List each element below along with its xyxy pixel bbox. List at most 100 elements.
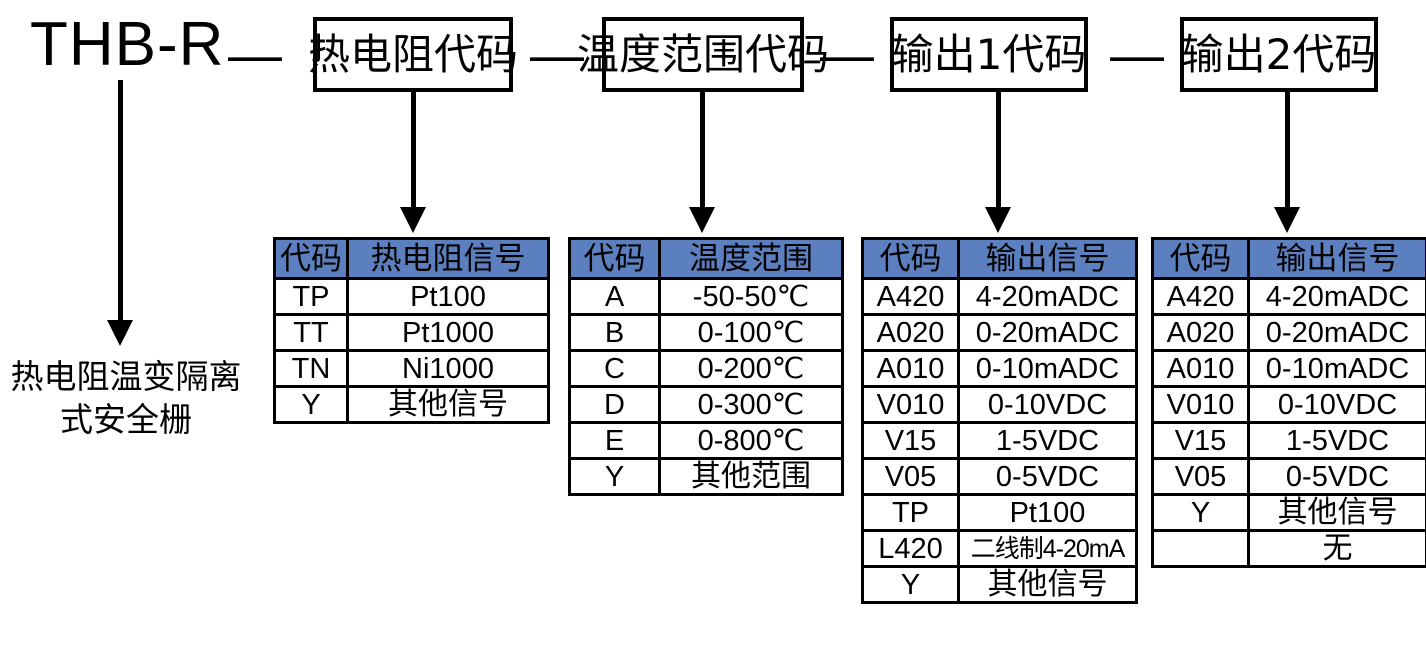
code-box-output1: 输出1代码 bbox=[890, 17, 1088, 92]
table-row: C 0-200℃ bbox=[568, 349, 844, 388]
table-row: V010 0-10VDC bbox=[1151, 385, 1426, 424]
table-row: Y 其他信号 bbox=[1151, 493, 1426, 532]
table-row: A420 4-20mADC bbox=[861, 277, 1138, 316]
arrow-head-temperature-range bbox=[689, 207, 715, 233]
cell-output-signal: 其他信号 bbox=[1247, 493, 1426, 532]
table-row: V15 1-5VDC bbox=[861, 421, 1138, 460]
table-header-row: 代码 热电阻信号 bbox=[273, 237, 550, 280]
table-row: B 0-100℃ bbox=[568, 313, 844, 352]
table-row: E 0-800℃ bbox=[568, 421, 844, 460]
arrow-line-output2 bbox=[1285, 92, 1290, 210]
column-header-code: 代码 bbox=[861, 237, 960, 280]
table-row: Y 其他范围 bbox=[568, 457, 844, 496]
cell-output-signal: 4-20mADC bbox=[1247, 277, 1426, 316]
code-box-output2-label: 输出2代码 bbox=[1181, 29, 1377, 79]
cell-code: A420 bbox=[861, 277, 960, 316]
column-header-range: 温度范围 bbox=[658, 237, 844, 280]
table-row: A -50-50℃ bbox=[568, 277, 844, 316]
table-row: A020 0-20mADC bbox=[1151, 313, 1426, 352]
arrow-line-rtd bbox=[411, 92, 416, 210]
cell-code: A bbox=[568, 277, 661, 316]
cell-signal: Pt1000 bbox=[346, 313, 550, 352]
cell-code: L420 bbox=[861, 529, 960, 568]
cell-range: 0-300℃ bbox=[658, 385, 844, 424]
temperature-range-table: 代码 温度范围 A -50-50℃ B 0-100℃ C 0-200℃ D 0-… bbox=[568, 237, 844, 496]
table-row: A420 4-20mADC bbox=[1151, 277, 1426, 316]
cell-code: A010 bbox=[1151, 349, 1250, 388]
output1-code-table: 代码 输出信号 A420 4-20mADC A020 0-20mADC A010… bbox=[861, 237, 1138, 604]
arrow-head-rtd bbox=[400, 207, 426, 233]
table-row: A020 0-20mADC bbox=[861, 313, 1138, 352]
cell-code: TT bbox=[273, 313, 349, 352]
cell-output-signal: 0-5VDC bbox=[957, 457, 1138, 496]
column-header-output-signal: 输出信号 bbox=[1247, 237, 1426, 280]
separator-dash-1: — bbox=[228, 25, 282, 85]
cell-output-signal: 无 bbox=[1247, 529, 1426, 568]
cell-output-signal: Pt100 bbox=[957, 493, 1138, 532]
cell-code: Y bbox=[1151, 493, 1250, 532]
cell-code: V05 bbox=[861, 457, 960, 496]
code-box-output1-label: 输出1代码 bbox=[891, 29, 1087, 79]
table-row: V010 0-10VDC bbox=[861, 385, 1138, 424]
cell-output-signal: 4-20mADC bbox=[957, 277, 1138, 316]
table-row: L420 二线制4-20mA bbox=[861, 529, 1138, 568]
cell-code: E bbox=[568, 421, 661, 460]
cell-output-signal: 0-10VDC bbox=[1247, 385, 1426, 424]
cell-code: V15 bbox=[1151, 421, 1250, 460]
output2-code-table: 代码 输出信号 A420 4-20mADC A020 0-20mADC A010… bbox=[1151, 237, 1426, 568]
rtd-code-table: 代码 热电阻信号 TP Pt100 TT Pt1000 TN Ni1000 Y … bbox=[273, 237, 550, 424]
cell-code: TN bbox=[273, 349, 349, 388]
arrow-line-model bbox=[118, 80, 123, 323]
arrow-line-output1 bbox=[996, 92, 1001, 210]
cell-code: C bbox=[568, 349, 661, 388]
cell-range: 0-800℃ bbox=[658, 421, 844, 460]
separator-dash-2: — bbox=[530, 25, 584, 85]
column-header-code: 代码 bbox=[568, 237, 661, 280]
cell-output-signal: 其他信号 bbox=[957, 565, 1138, 604]
model-name: THB-R bbox=[30, 10, 225, 79]
table-header-row: 代码 输出信号 bbox=[1151, 237, 1426, 280]
code-box-temperature-range-label: 温度范围代码 bbox=[577, 29, 830, 79]
cell-range: -50-50℃ bbox=[658, 277, 844, 316]
cell-code: TP bbox=[861, 493, 960, 532]
cell-output-signal: 0-20mADC bbox=[1247, 313, 1426, 352]
cell-code: Y bbox=[273, 385, 349, 424]
code-box-output2: 输出2代码 bbox=[1180, 17, 1378, 92]
column-header-code: 代码 bbox=[1151, 237, 1250, 280]
cell-range: 0-100℃ bbox=[658, 313, 844, 352]
cell-code: Y bbox=[861, 565, 960, 604]
code-box-rtd: 热电阻代码 bbox=[308, 17, 518, 92]
table-header-row: 代码 输出信号 bbox=[861, 237, 1138, 280]
cell-output-signal: 1-5VDC bbox=[1247, 421, 1426, 460]
column-header-signal: 热电阻信号 bbox=[346, 237, 550, 280]
cell-output-signal: 0-10mADC bbox=[957, 349, 1138, 388]
table-row: TT Pt1000 bbox=[273, 313, 550, 352]
table-row: A010 0-10mADC bbox=[1151, 349, 1426, 388]
cell-code: V05 bbox=[1151, 457, 1250, 496]
table-row: TP Pt100 bbox=[861, 493, 1138, 532]
cell-code: Y bbox=[568, 457, 661, 496]
arrow-head-output1 bbox=[985, 207, 1011, 233]
cell-code: V15 bbox=[861, 421, 960, 460]
table-row: TN Ni1000 bbox=[273, 349, 550, 388]
cell-code: A010 bbox=[861, 349, 960, 388]
cell-output-signal: 0-5VDC bbox=[1247, 457, 1426, 496]
column-header-output-signal: 输出信号 bbox=[957, 237, 1138, 280]
separator-dash-3: — bbox=[820, 25, 874, 85]
arrow-line-temperature-range bbox=[700, 92, 705, 210]
code-box-rtd-label: 热电阻代码 bbox=[308, 29, 519, 79]
arrow-head-model bbox=[107, 320, 133, 346]
cell-output-signal: 0-20mADC bbox=[957, 313, 1138, 352]
cell-output-signal: 0-10VDC bbox=[957, 385, 1138, 424]
code-box-temperature-range: 温度范围代码 bbox=[577, 17, 829, 92]
cell-output-signal: 二线制4-20mA bbox=[957, 529, 1138, 568]
cell-code: B bbox=[568, 313, 661, 352]
table-row: Y 其他信号 bbox=[861, 565, 1138, 604]
cell-code: V010 bbox=[1151, 385, 1250, 424]
cell-code: A020 bbox=[861, 313, 960, 352]
cell-output-signal: 0-10mADC bbox=[1247, 349, 1426, 388]
separator-dash-4: — bbox=[1110, 25, 1164, 85]
cell-range: 其他范围 bbox=[658, 457, 844, 496]
arrow-head-output2 bbox=[1274, 207, 1300, 233]
table-row: V05 0-5VDC bbox=[1151, 457, 1426, 496]
